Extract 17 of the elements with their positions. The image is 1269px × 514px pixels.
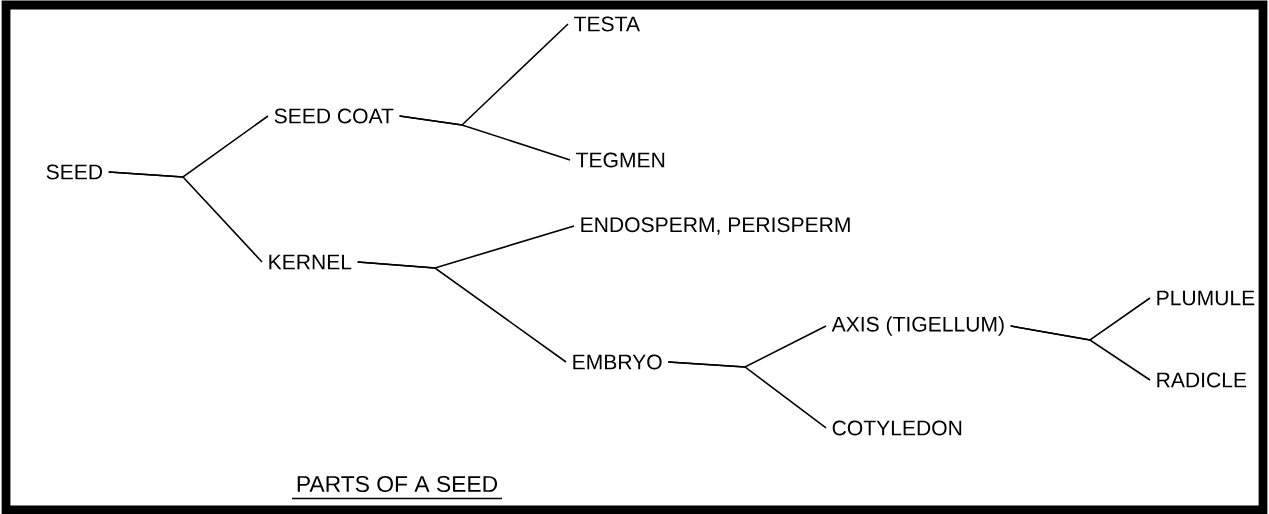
node-label: AXIS (TIGELLUM) <box>831 316 1004 336</box>
node-label: EMBRYO <box>573 354 662 370</box>
node-label: TEGMEN <box>576 152 665 168</box>
branch-line <box>1009 325 1151 381</box>
node-label: SEED <box>46 164 103 180</box>
node-label: TESTA <box>574 16 640 32</box>
branch-line <box>398 115 571 161</box>
node-label: SEED COAT <box>274 108 394 124</box>
branch-line <box>667 361 827 429</box>
branch-line <box>356 261 567 363</box>
node-label: KERNEL <box>269 254 352 270</box>
node-label: RADICLE <box>1157 372 1247 388</box>
title: PARTS OF A SEED <box>291 475 503 500</box>
node-label: ENDOSPERM, PERISPERM <box>581 217 850 235</box>
node-label: COTYLEDON <box>832 420 962 436</box>
branch-line <box>107 171 263 263</box>
node-label: PLUMULE <box>1157 290 1255 306</box>
